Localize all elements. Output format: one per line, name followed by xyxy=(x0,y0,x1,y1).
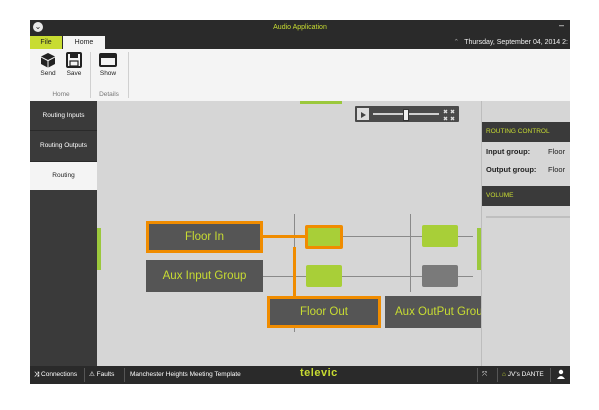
matrix-column-line xyxy=(410,214,411,292)
home-icon: ⌂ xyxy=(502,371,506,378)
show-icon xyxy=(99,53,117,67)
right-panel-handle[interactable] xyxy=(477,228,481,270)
right-panel: ROUTING CONTROL Input group: Floor Output… xyxy=(481,101,570,366)
output-group-row: Output group: Floor xyxy=(486,165,570,174)
ribbon-divider xyxy=(90,52,91,98)
user-icon xyxy=(557,370,565,380)
show-label: Show xyxy=(99,70,117,77)
send-icon xyxy=(41,53,55,68)
output-group-aux[interactable]: Aux OutPut Group xyxy=(385,296,499,328)
volume-slider[interactable] xyxy=(486,216,570,218)
crosspoint-auxin-floorout[interactable] xyxy=(306,265,342,287)
play-icon xyxy=(361,112,366,118)
menu-tab-row: File Home ⌃ Thursday, September 04, 2014 … xyxy=(30,36,570,49)
connections-button[interactable]: ⤨ Connections xyxy=(34,366,77,384)
crosspoint-floorin-floorout[interactable] xyxy=(305,225,343,249)
save-icon xyxy=(66,52,82,68)
faults-button[interactable]: ⚠ Faults xyxy=(89,366,114,384)
input-group-value: Floor xyxy=(548,147,566,156)
save-label: Save xyxy=(66,70,82,77)
ribbon-group-home: Home xyxy=(52,91,70,98)
tab-home[interactable]: Home xyxy=(63,36,105,49)
faults-label: Faults xyxy=(96,371,115,378)
user-button[interactable] xyxy=(556,366,566,384)
window-title: Audio Application xyxy=(273,24,327,31)
save-button[interactable]: Save xyxy=(61,52,87,82)
output-group-floor-out[interactable]: Floor Out xyxy=(267,296,381,328)
matrix-row-line xyxy=(264,236,473,237)
crosspoint-auxin-auxout[interactable] xyxy=(422,265,458,287)
connections-label: Connections xyxy=(41,371,78,378)
status-bar: ⤨ Connections ⚠ Faults Manchester Height… xyxy=(30,366,570,384)
media-player xyxy=(355,106,459,122)
volume-header: VOLUME xyxy=(482,186,570,206)
fullscreen-icon[interactable] xyxy=(443,108,455,121)
app-window: ⌄ Audio Application – File Home ⌃ Thursda… xyxy=(30,20,570,384)
app-menu-icon[interactable]: ⌄ xyxy=(33,22,43,32)
expand-icon: ⤧ xyxy=(482,371,488,378)
output-group-value: Floor xyxy=(548,165,566,174)
status-divider xyxy=(477,368,478,382)
fullscreen-toggle-button[interactable]: ⤧ xyxy=(482,366,487,384)
nav-divider xyxy=(30,130,97,131)
televic-logo: televic xyxy=(300,367,338,379)
shuffle-icon: ⤨ xyxy=(34,371,40,378)
input-group-aux[interactable]: Aux Input Group xyxy=(146,260,263,292)
ribbon: Send Save Show Home Details xyxy=(30,49,570,102)
routing-canvas: Floor In Aux Input Group Floor Out Aux O… xyxy=(97,101,499,366)
warning-icon: ⚠ xyxy=(89,371,95,378)
input-group-label: Input group: xyxy=(486,147,531,156)
active-route-line xyxy=(293,247,296,317)
play-button[interactable] xyxy=(357,108,369,120)
input-group-row: Input group: Floor xyxy=(486,147,570,156)
send-button[interactable]: Send xyxy=(35,52,61,82)
minimize-button[interactable]: – xyxy=(558,20,564,30)
output-group-label: Output group: xyxy=(486,165,537,174)
input-group-floor-in[interactable]: Floor In xyxy=(146,221,263,253)
top-panel-handle[interactable] xyxy=(300,101,342,104)
send-label: Send xyxy=(40,70,56,77)
nav-item-routing-inputs[interactable]: Routing Inputs xyxy=(42,112,85,119)
nav-divider xyxy=(30,161,97,162)
nav-item-routing-outputs[interactable]: Routing Outputs xyxy=(40,142,87,149)
title-bar: ⌄ Audio Application – xyxy=(30,20,570,36)
ribbon-group-details: Details xyxy=(99,91,119,98)
show-button[interactable]: Show xyxy=(95,52,121,82)
status-divider xyxy=(550,368,551,382)
left-panel-handle[interactable] xyxy=(97,228,101,270)
dante-label: JV's DANTE xyxy=(507,371,544,378)
position-slider-knob[interactable] xyxy=(403,109,409,121)
status-divider xyxy=(124,368,125,382)
dante-button[interactable]: ⌂ JV's DANTE xyxy=(502,366,544,384)
left-navigation: Routing Inputs Routing Outputs Routing xyxy=(30,101,97,366)
routing-control-header: ROUTING CONTROL xyxy=(482,122,570,142)
template-name: Manchester Heights Meeting Template xyxy=(130,371,241,378)
matrix-row-line xyxy=(251,276,473,277)
active-route-line xyxy=(261,235,308,238)
ribbon-divider xyxy=(128,52,129,98)
nav-item-routing[interactable]: Routing xyxy=(30,162,97,190)
tab-file[interactable]: File xyxy=(30,36,62,49)
datetime-display: ⌃ Thursday, September 04, 2014 2: xyxy=(453,36,568,49)
status-divider xyxy=(497,368,498,382)
status-divider xyxy=(84,368,85,382)
crosspoint-floorin-auxout[interactable] xyxy=(422,225,458,247)
chevron-up-icon[interactable]: ⌃ xyxy=(453,39,460,46)
datetime-text: Thursday, September 04, 2014 2: xyxy=(464,39,568,46)
